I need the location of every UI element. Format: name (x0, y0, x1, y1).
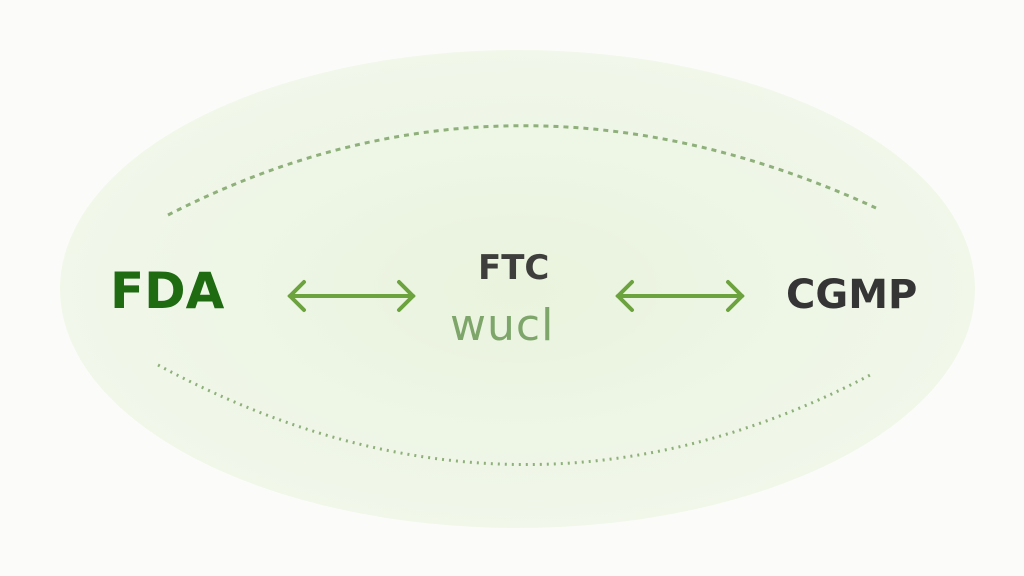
node-fda: FDA (110, 262, 225, 320)
background-ellipse (60, 50, 975, 528)
bottom-dotted-arc (157, 363, 875, 466)
node-wucl: wucl (450, 300, 555, 351)
left-double-arrow (287, 280, 416, 312)
node-cgmp: CGMP (786, 272, 918, 318)
node-ftc: FTC (478, 248, 550, 288)
top-dashed-arc (167, 124, 877, 217)
right-double-arrow (615, 280, 745, 312)
